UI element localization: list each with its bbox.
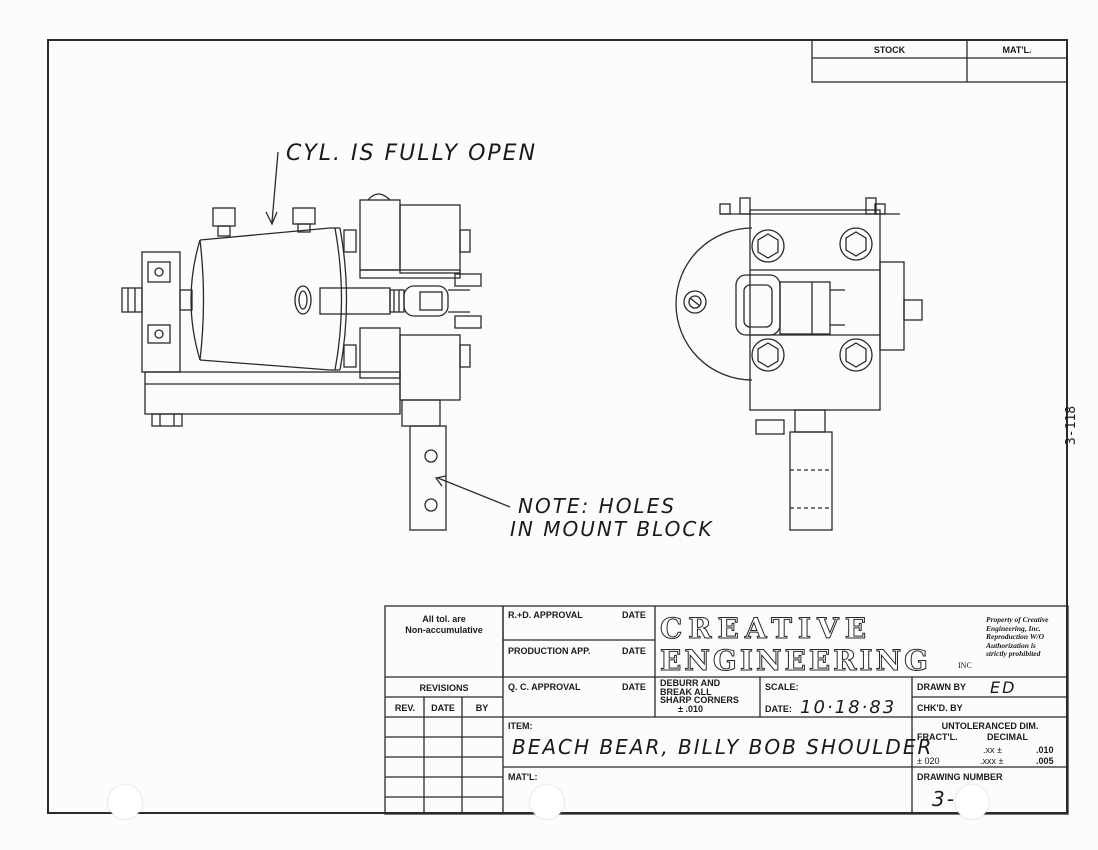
stock-label: STOCK xyxy=(873,45,906,55)
end-view-assembly xyxy=(675,197,923,531)
holes-note-line2: IN MOUNT BLOCK xyxy=(510,517,713,541)
date-field-label: DATE: xyxy=(765,704,792,714)
stock-material-label: MAT'L. xyxy=(1002,45,1032,55)
item-value: BEACH BEAR, BILLY BOB SHOULDER xyxy=(512,735,933,759)
side-view-assembly xyxy=(121,193,482,531)
xx-value: .010 xyxy=(1036,745,1054,755)
drawn-by-value: ED xyxy=(990,678,1016,697)
side-sheet-number: 3-118 xyxy=(1064,398,1094,458)
title-block-grid xyxy=(384,605,1069,815)
revisions-label: REVISIONS xyxy=(419,683,469,693)
company-logo-line1: CREATIVE xyxy=(660,612,872,645)
qc-date-label: DATE xyxy=(622,682,646,692)
rev-column-label: REV. xyxy=(394,703,416,713)
property-note-line2: Engineering, Inc. xyxy=(986,623,1041,633)
deburr-line2: BREAK ALL xyxy=(660,686,712,697)
punch-hole-right xyxy=(955,785,989,819)
stock-material-box xyxy=(811,39,1068,83)
xxx-label: .xxx ± xyxy=(980,756,1004,766)
untoleranced-label: UNTOLERANCED DIM. xyxy=(941,721,1039,731)
holes-note-line1: NOTE: HOLES xyxy=(518,494,676,518)
tolerance-note-line1: All tol. are xyxy=(422,614,466,624)
deburr-line4: ± .010 xyxy=(678,703,703,714)
rev-by-column-label: BY xyxy=(475,703,489,713)
tolerance-note-line2: Non-accumulative xyxy=(405,625,483,635)
rd-approval-label: R.+D. APPROVAL xyxy=(508,610,583,620)
property-note-line5: strictly prohibited xyxy=(986,649,1041,658)
drawn-by-label: DRAWN BY xyxy=(917,682,966,692)
item-label: ITEM: xyxy=(508,721,533,731)
production-date-label: DATE xyxy=(622,646,646,656)
punch-hole-center xyxy=(530,785,564,819)
scale-label: SCALE: xyxy=(765,682,799,692)
deburr-line1: DEBURR AND xyxy=(660,678,721,688)
deburr-line3: SHARP CORNERS xyxy=(660,695,739,705)
fractional-value: ± 020 xyxy=(917,756,940,766)
qc-approval-label: Q. C. APPROVAL xyxy=(508,682,581,692)
drawing-number-label: DRAWING NUMBER xyxy=(917,772,1003,782)
rd-approval-date-label: DATE xyxy=(622,610,646,620)
checked-by-label: CHK'D. BY xyxy=(917,703,963,713)
company-logo-line2: ENGINEERING xyxy=(660,644,931,677)
property-note-line3: Reproduction W/O xyxy=(986,632,1044,641)
property-note-line4: Authorization is xyxy=(986,640,1036,650)
xxx-value: .005 xyxy=(1036,756,1054,766)
fractional-label: FRACT'L. xyxy=(917,732,958,742)
decimal-label: DECIMAL xyxy=(987,732,1028,742)
material-label: MAT'L: xyxy=(508,772,538,782)
company-suffix: INC xyxy=(958,661,972,670)
side-sheet-number-text: 3-118 xyxy=(1064,405,1080,446)
leader-lines xyxy=(265,151,511,508)
property-note: Property of Creative Engineering, Inc. R… xyxy=(986,615,1049,659)
deburr-note: DEBURR AND BREAK ALL SHARP CORNERS ± .01… xyxy=(660,679,739,713)
production-approval-label: PRODUCTION APP. xyxy=(508,646,591,656)
rev-date-column-label: DATE xyxy=(431,703,455,713)
cylinder-open-note: CYL. IS FULLY OPEN xyxy=(286,141,537,166)
punch-hole-left xyxy=(108,785,142,819)
date-value: 10·18·83 xyxy=(800,697,896,718)
property-note-line1: Property of Creative xyxy=(986,615,1049,624)
xx-label: .xx ± xyxy=(983,745,1002,755)
